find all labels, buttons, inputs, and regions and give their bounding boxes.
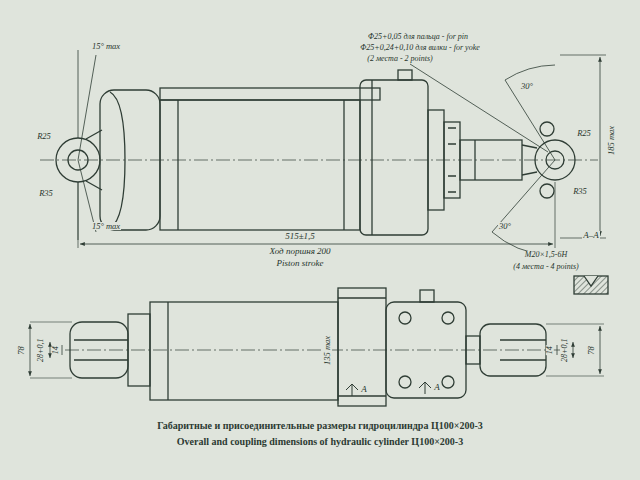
dimension-label: Φ25+0,24+0,10 для вилки - for yoke xyxy=(359,44,481,52)
dimension-label: (2 места - 2 points) xyxy=(366,55,434,63)
dimension-label: Φ25+0,05 для пальца - for pin xyxy=(367,33,469,41)
dimension-label: 14 xyxy=(52,345,60,355)
dimension-label: 30° xyxy=(520,82,534,91)
dimension-label: R35 xyxy=(38,189,54,198)
dimension-label: 30° xyxy=(498,222,512,231)
dimension-label: R35 xyxy=(572,187,588,196)
dimension-label: A xyxy=(433,383,441,392)
dimension-label: 15° max xyxy=(91,42,121,51)
dimension-label: 78 xyxy=(17,345,26,356)
dimension-label: A–A xyxy=(582,231,600,240)
caption: Габаритные и присоединительные размеры г… xyxy=(156,421,483,432)
dimension-label: 515±1,5 xyxy=(284,232,316,241)
dimension-label: 15° max xyxy=(91,222,121,231)
dimension-label: A xyxy=(360,385,368,394)
caption-line: Overall and coupling dimensions of hydra… xyxy=(176,437,464,448)
dimension-label: 28+0,1 xyxy=(561,337,569,362)
dimension-label: R25 xyxy=(36,132,52,141)
dimension-label: 135 max xyxy=(324,334,333,365)
dimension-label: (4 места - 4 points) xyxy=(512,263,580,271)
dimension-label: 28+0,1 xyxy=(37,337,45,362)
dimension-label: R25 xyxy=(576,129,592,138)
dimension-label: 14 xyxy=(546,345,554,355)
dimension-label: 78 xyxy=(587,345,596,356)
dimension-label: 185 max xyxy=(608,124,617,155)
dimension-label: M20×1,5-6H xyxy=(524,251,569,259)
dimension-label: Piston stroke xyxy=(276,259,325,268)
dimension-label: Ход поршня 200 xyxy=(268,247,331,256)
